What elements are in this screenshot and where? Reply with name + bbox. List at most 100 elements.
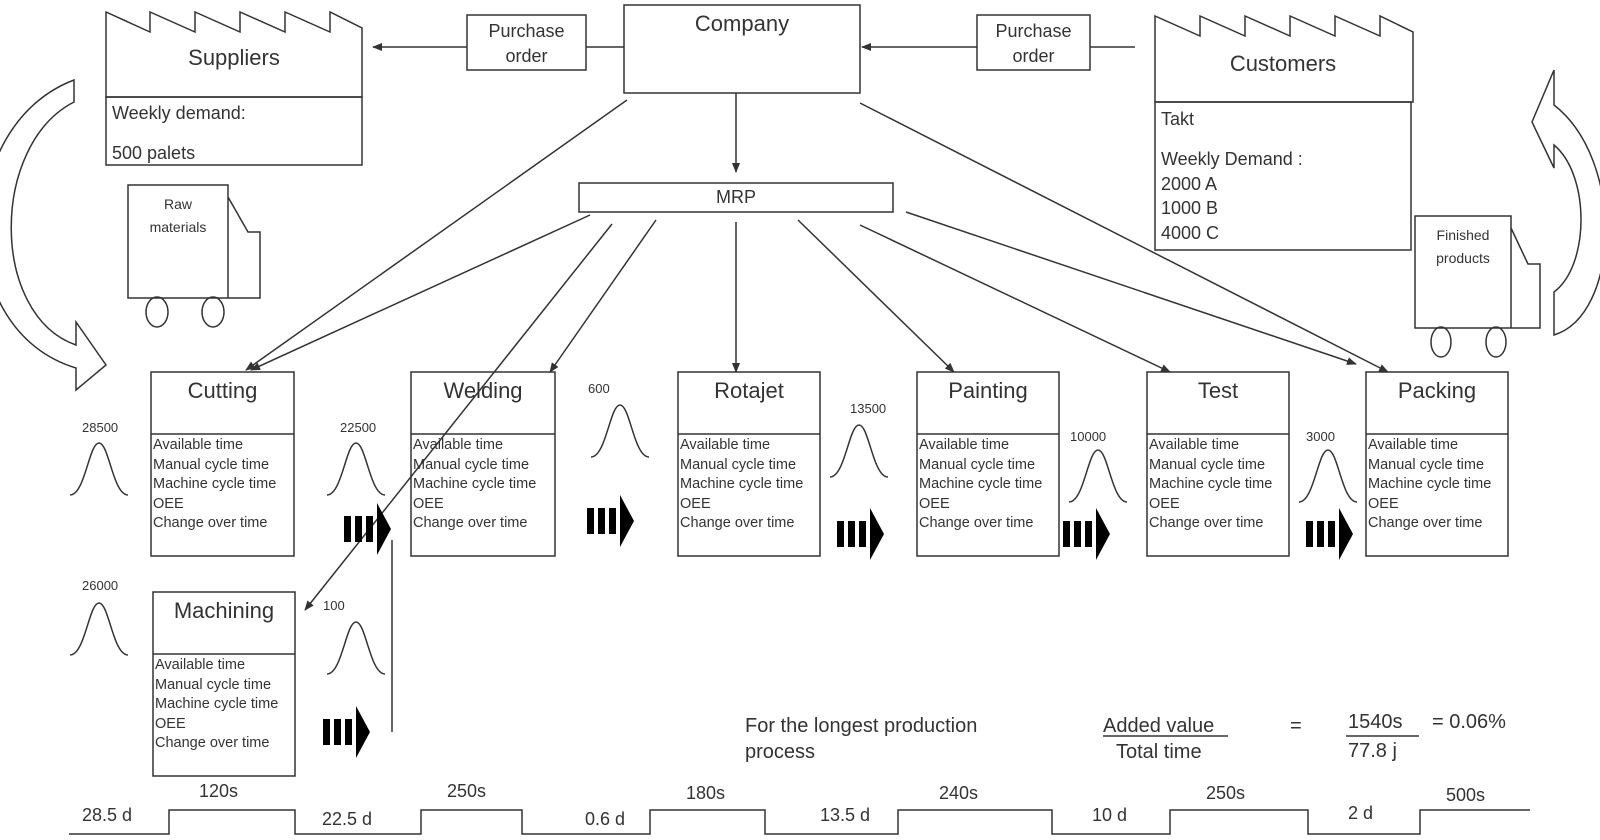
- process-attribute: Manual cycle time: [680, 456, 797, 473]
- timeline-cycle-2: 250s: [447, 781, 487, 801]
- outbound-curved-arrow: [1531, 69, 1600, 337]
- truck-in-wheel-2: [201, 296, 225, 328]
- company-to-packing-arrow: [859, 102, 1389, 373]
- push-arrow-icon: [587, 495, 634, 547]
- timeline-wait-6: 2 d: [1348, 803, 1374, 823]
- mrp-to-cutting-arrow: [250, 214, 591, 371]
- customers-label: Customers: [1229, 51, 1337, 76]
- company-label: Company: [694, 11, 790, 36]
- process-attribute: Machine cycle time: [1149, 476, 1273, 492]
- truck-in-body: [127, 184, 261, 299]
- summary-longest-line1: For the longest production: [745, 715, 978, 737]
- process-attribute: Machine cycle time: [1368, 476, 1492, 492]
- timeline-cycle-4: 240s: [939, 783, 979, 803]
- process-attribute: Machine cycle time: [919, 476, 1043, 492]
- timeline-wait-4: 13.5 d: [820, 805, 871, 825]
- process-attribute: Available time: [1368, 437, 1459, 453]
- inventory-triangle-icon: [829, 424, 889, 478]
- process-attribute: Available time: [413, 437, 504, 453]
- mrp-to-welding-arrow: [549, 219, 657, 373]
- mrp-box: [578, 182, 894, 213]
- push-arrow-icon: [323, 706, 370, 758]
- inbound-curved-arrow: [0, 78, 108, 392]
- process-attribute: Machine cycle time: [153, 476, 277, 492]
- inventory-count: 28500: [82, 420, 119, 435]
- process-attribute: OEE: [413, 495, 444, 512]
- inventory-triangle-icon: [326, 442, 386, 496]
- process-attribute: OEE: [919, 495, 950, 512]
- inventory-count: 100: [323, 598, 345, 613]
- summary-equals: =: [1290, 715, 1302, 737]
- customers-takt: Takt: [1161, 109, 1195, 129]
- process-title-test: Test: [1197, 378, 1239, 403]
- suppliers-weekly-demand: Weekly demand:: [112, 103, 246, 123]
- suppliers-demand-value: 500 palets: [112, 143, 196, 163]
- timeline-cycle-3: 180s: [686, 783, 726, 803]
- summary-denominator-value: 77.8 j: [1348, 740, 1397, 762]
- truck-in-wheel-1: [145, 296, 169, 328]
- truck-out-body: [1414, 215, 1541, 329]
- customers-demand-b: 1000 B: [1161, 198, 1219, 218]
- process-attribute: Available time: [919, 437, 1010, 453]
- truck-in-label-2: materials: [149, 219, 207, 235]
- company-box: [623, 4, 861, 94]
- process-attribute: Manual cycle time: [1368, 456, 1485, 473]
- process-attribute: Available time: [153, 437, 244, 453]
- process-title-packing: Packing: [1397, 378, 1477, 403]
- inventory-count: 22500: [340, 420, 377, 435]
- process-attribute: OEE: [680, 495, 711, 512]
- process-box-rotajet: [677, 371, 821, 557]
- timeline-cycle-6: 500s: [1446, 785, 1486, 805]
- timeline-cycle-1: 120s: [199, 781, 239, 801]
- inventory-count: 600: [588, 381, 610, 396]
- summary-numerator-value: 1540s: [1348, 711, 1403, 733]
- process-box-test: [1146, 371, 1290, 557]
- process-attribute: Machine cycle time: [680, 476, 804, 492]
- process-attribute: Manual cycle time: [919, 456, 1036, 473]
- suppliers-info-box: [105, 96, 363, 166]
- mrp-to-packing-arrow: [905, 211, 1357, 365]
- inventory-triangle-icon: [326, 621, 386, 675]
- truck-out-wheel-2: [1485, 326, 1507, 358]
- mrp-to-test-arrow: [859, 224, 1171, 373]
- process-attribute: Manual cycle time: [413, 456, 530, 473]
- summary-added-value: Added value: [1103, 715, 1215, 737]
- purchase-order-left-line1: Purchase: [488, 21, 565, 41]
- process-box-cutting: [150, 371, 295, 557]
- inventory-triangle-icon: [590, 404, 650, 458]
- process-attribute: Manual cycle time: [155, 676, 272, 693]
- push-arrow-icon: [1306, 508, 1353, 560]
- truck-out-label-1: Finished: [1436, 227, 1490, 243]
- summary-result: = 0.06%: [1432, 711, 1506, 733]
- suppliers-label: Suppliers: [188, 45, 280, 70]
- process-attribute: Change over time: [680, 515, 795, 531]
- mrp-label: MRP: [716, 187, 756, 207]
- process-attribute: Machine cycle time: [413, 476, 537, 492]
- push-arrow-icon: [837, 508, 884, 560]
- customers-weekly-demand: Weekly Demand :: [1161, 149, 1303, 169]
- inventory-triangle-icon: [69, 442, 129, 496]
- purchase-order-right-line1: Purchase: [995, 21, 1072, 41]
- timeline-wait-3: 0.6 d: [585, 809, 626, 829]
- timeline-wait-2: 22.5 d: [322, 809, 373, 829]
- inventory-triangle-icon: [69, 602, 129, 656]
- company-to-cutting-arrow: [245, 99, 628, 371]
- purchase-order-right-line2: order: [1012, 46, 1055, 66]
- process-attribute: OEE: [1368, 495, 1399, 512]
- process-attribute: OEE: [153, 495, 184, 512]
- process-attribute: Available time: [1149, 437, 1240, 453]
- process-box-packing: [1365, 371, 1509, 557]
- process-attribute: Available time: [155, 657, 246, 673]
- mrp-to-painting-arrow: [797, 219, 955, 373]
- process-title-welding: Welding: [443, 378, 523, 403]
- process-attribute: Available time: [680, 437, 771, 453]
- process-attribute: Manual cycle time: [153, 456, 270, 473]
- push-arrow-icon: [344, 503, 391, 555]
- truck-out-wheel-1: [1430, 326, 1452, 358]
- summary-total-time: Total time: [1116, 741, 1202, 763]
- process-attribute: Change over time: [1368, 515, 1483, 531]
- timeline-wait-1: 28.5 d: [82, 805, 133, 825]
- summary-longest-line2: process: [745, 741, 816, 763]
- purchase-order-left-box: [466, 14, 587, 71]
